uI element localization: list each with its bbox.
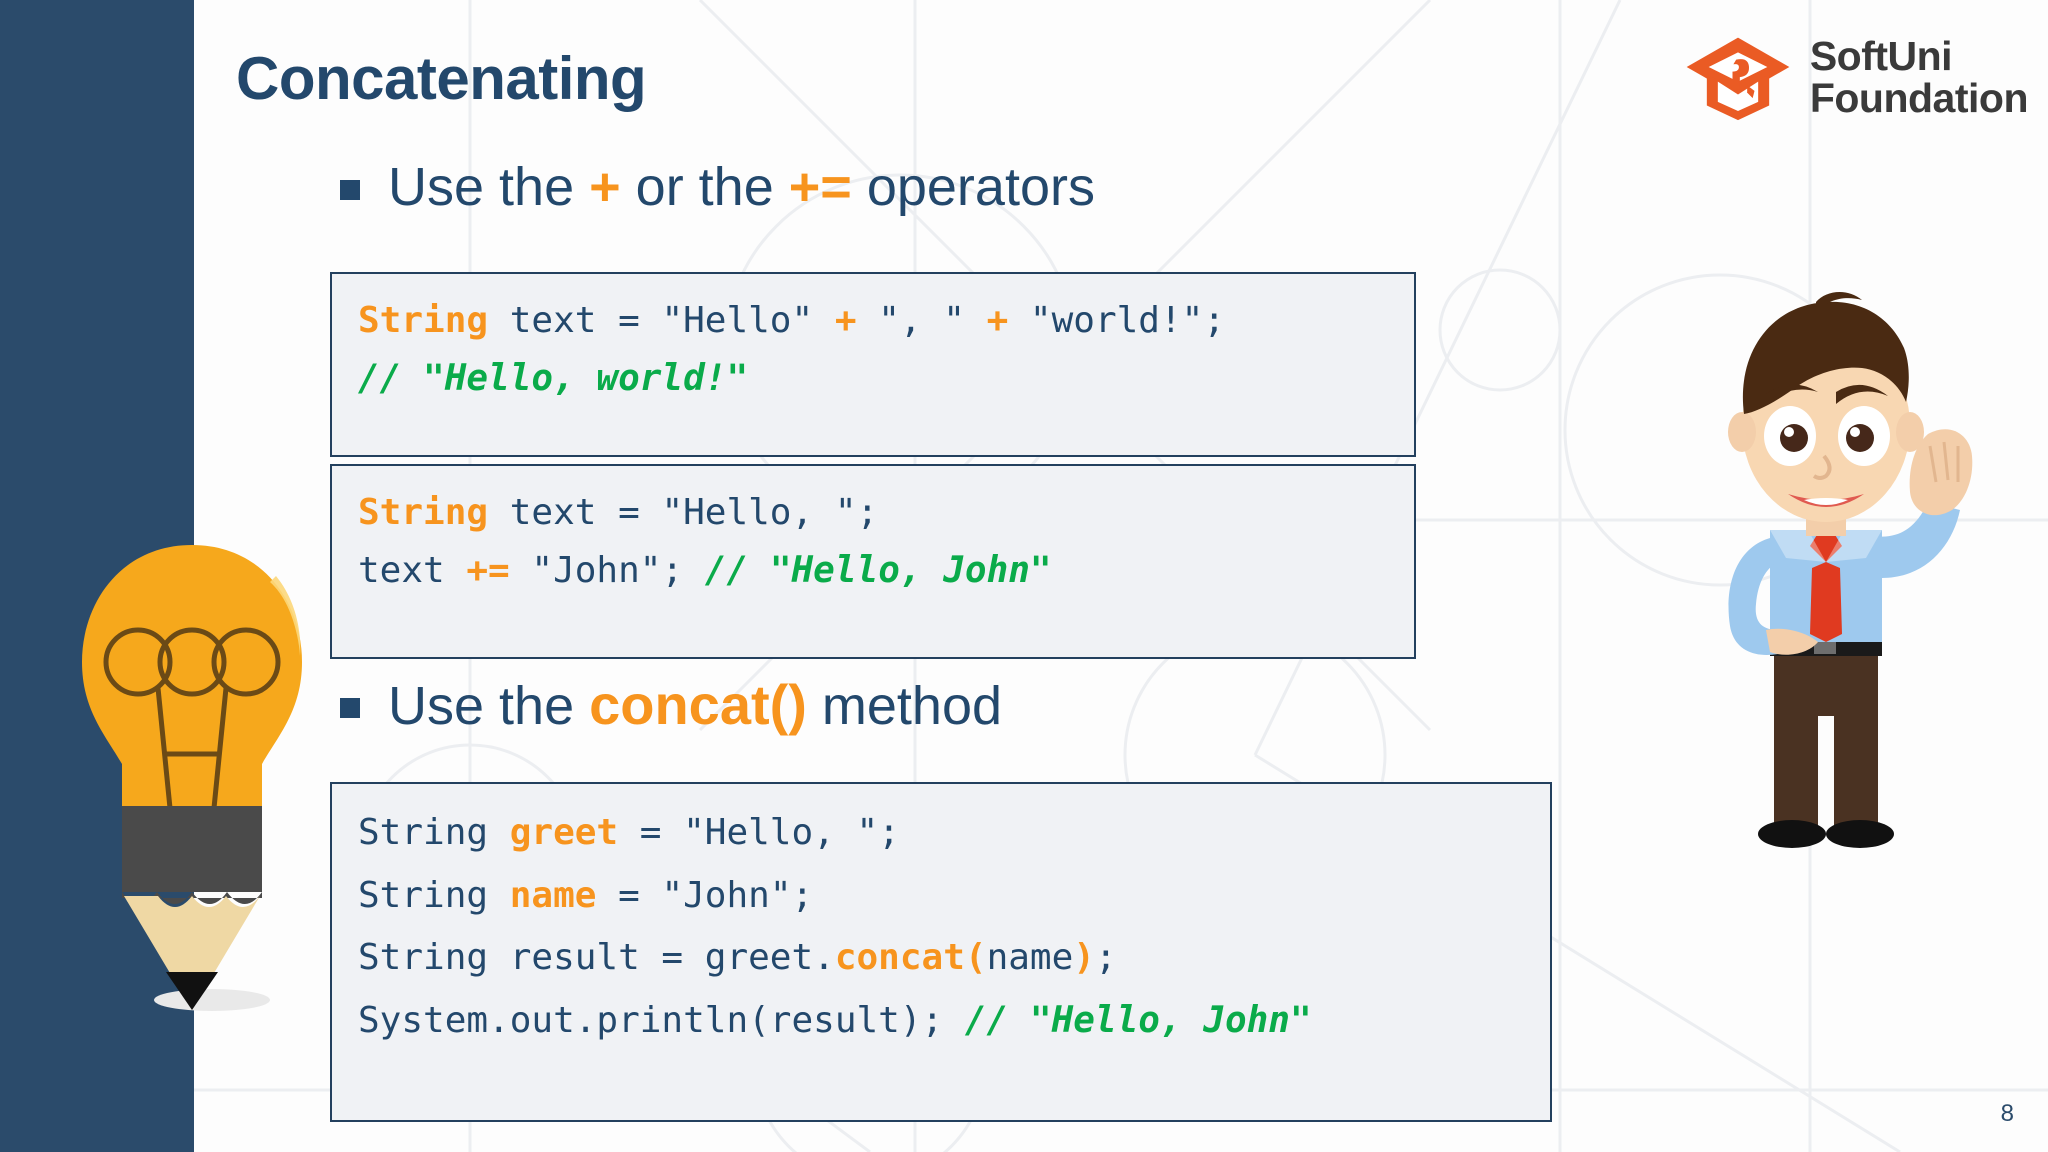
code-line: text += "John"; // "Hello, John" (358, 550, 1052, 592)
page-title: Concatenating (236, 45, 647, 112)
page-number: 8 (2000, 1100, 2014, 1127)
code-line: String result = greet.concat(name); (358, 937, 1117, 979)
bullet-text: Use the + or the += operators (388, 157, 1095, 217)
logo-line-1: SoftUni (1809, 33, 1953, 80)
bullet-square-icon (340, 180, 360, 200)
bullet-square-icon (340, 697, 360, 718)
code-line: // "Hello, world!" (358, 358, 749, 400)
code-line: System.out.println(result); // "Hello, J… (358, 999, 1312, 1041)
bullet-item-concat-method: Use the concat() method (340, 672, 1002, 737)
waving-boy-character-icon (1728, 291, 1973, 848)
code-block-2: String text = "Hello, "; text += "John";… (330, 464, 1416, 659)
bullet-text: Use the concat() method (388, 673, 1003, 736)
code-line: String greet = "Hello, "; (358, 812, 900, 853)
code-line: String text = "Hello" + ", " + "world!"; (358, 300, 1225, 341)
code-line: String name = "John"; (358, 874, 814, 916)
logo-line-2: Foundation (1809, 75, 2029, 121)
softuni-logo: SoftUni Foundation (1682, 33, 2029, 122)
lightbulb-pencil-icon (82, 545, 302, 1011)
code-line: String text = "Hello, "; (358, 492, 879, 533)
code-block-1: String text = "Hello" + ", " + "world!";… (330, 272, 1416, 457)
graduation-cap-icon (1686, 37, 1790, 121)
bullet-item-operators: Use the + or the += operators (340, 156, 1095, 218)
code-block-3: String greet = "Hello, "; String name = … (330, 782, 1552, 1122)
